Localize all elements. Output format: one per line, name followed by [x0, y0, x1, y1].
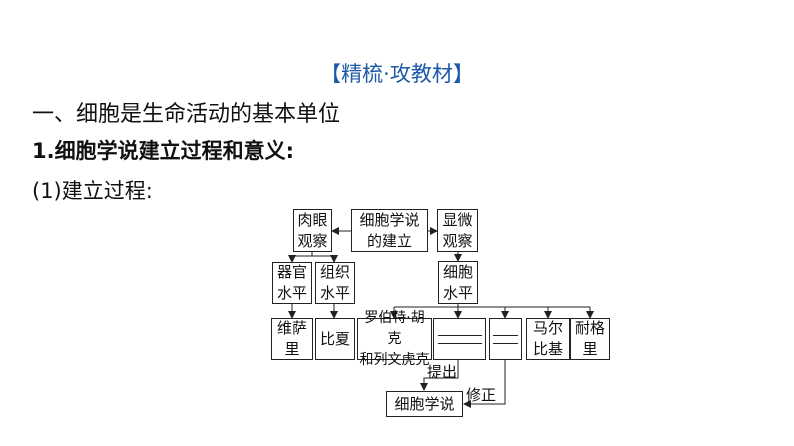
node-cell-level: 细胞水平 — [438, 261, 478, 304]
node-malpighi: 马尔比基 — [526, 318, 570, 360]
subsection-heading: 1.细胞学说建立过程和意义: — [32, 139, 294, 163]
node-cell-theory-establishment: 细胞学说的建立 — [351, 209, 428, 252]
node-blank-scientists — [433, 318, 486, 360]
node-vesalius: 维萨里 — [271, 318, 313, 360]
page-title: 【精梳·攻教材】 — [320, 62, 474, 86]
item-heading: (1)建立过程: — [32, 179, 153, 203]
fill-in-blank — [437, 342, 482, 344]
node-organ-level: 器官水平 — [272, 262, 312, 304]
node-bichat: 比夏 — [315, 318, 355, 360]
node-hooke-leeuwenhoek: 罗伯特·胡克和列文虎克 — [357, 310, 432, 368]
fill-in-blank — [437, 334, 482, 336]
fill-in-blank — [493, 342, 518, 344]
section-heading: 一、细胞是生命活动的基本单位 — [32, 102, 341, 127]
fill-in-blank — [493, 334, 518, 336]
node-nageli: 耐格里 — [570, 318, 610, 360]
edge-label-propose: 提出 — [427, 363, 458, 381]
node-micro-observation: 显微观察 — [437, 209, 478, 252]
edge-label-revise: 修正 — [466, 386, 497, 404]
node-cell-theory: 细胞学说 — [386, 391, 463, 417]
arrow-revise — [463, 360, 506, 408]
node-macro-observation: 肉眼观察 — [293, 209, 332, 252]
arrow-propose — [420, 360, 459, 391]
node-tissue-level: 组织水平 — [315, 262, 355, 304]
node-blank-scientist — [489, 318, 522, 360]
